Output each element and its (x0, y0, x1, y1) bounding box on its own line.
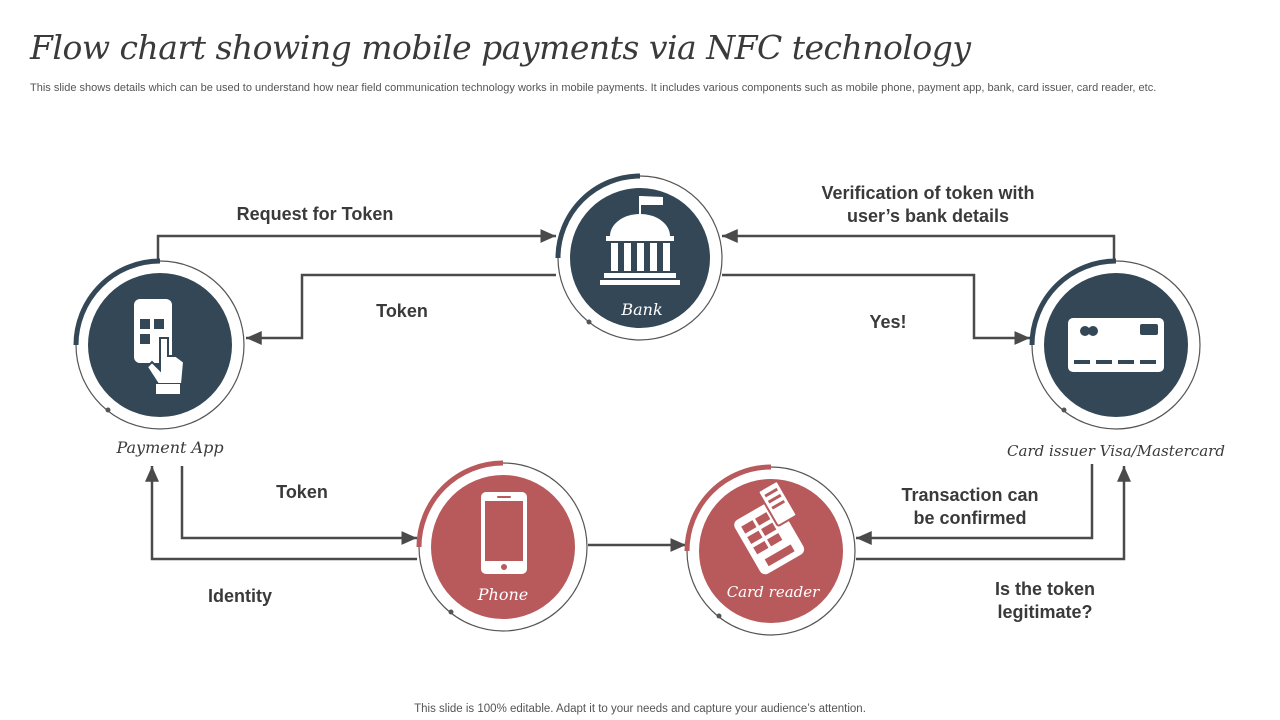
smartphone-icon (481, 492, 527, 574)
bank-building-icon (600, 196, 680, 285)
node-bank (555, 173, 723, 341)
arrow-request-token (156, 229, 556, 262)
node-phone (416, 460, 588, 632)
token-top-label: Token (376, 301, 428, 321)
footer-note: This slide is 100% editable. Adapt it to… (414, 703, 866, 715)
node-payment-app (73, 258, 245, 430)
page-title: Flow chart showing mobile payments via N… (30, 28, 971, 67)
phone-label: Phone (477, 585, 529, 604)
arrow-identity (145, 466, 417, 561)
card-reader-label: Card reader (726, 583, 820, 601)
identity-label: Identity (207, 586, 272, 606)
token-bottom-label: Token (276, 482, 328, 502)
phone-tap-icon (134, 299, 186, 394)
transaction-label: Transaction can be confirmed (901, 485, 1039, 528)
node-card-reader (684, 464, 856, 636)
card-reader-icon (734, 480, 805, 575)
credit-card-icon (1068, 318, 1164, 372)
payment-app-label: Payment App (116, 438, 224, 457)
node-card-issuer (1029, 258, 1201, 430)
verification-label: Verification of token with user’s bank d… (821, 183, 1035, 226)
arrow-yes (722, 273, 1030, 345)
yes-label: Yes! (869, 312, 907, 332)
arrow-token-to-phone (180, 466, 417, 545)
request-token-label: Request for Token (236, 204, 394, 224)
arrow-token-to-app (246, 273, 556, 345)
arrow-verification (722, 229, 1116, 262)
arrow-legitimate (856, 466, 1131, 561)
legitimate-label: Is the token legitimate? (994, 579, 1096, 622)
bank-label: Bank (621, 300, 663, 319)
card-issuer-label: Card issuer Visa/Mastercard (1007, 442, 1225, 460)
page-subtitle: This slide shows details which can be us… (30, 82, 1157, 94)
arrow-transaction (856, 464, 1094, 545)
